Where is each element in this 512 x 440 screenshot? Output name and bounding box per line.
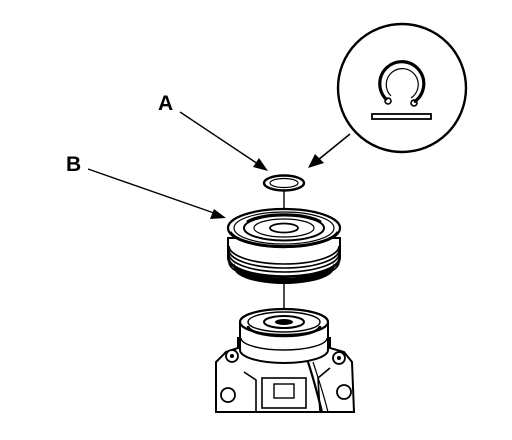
detail-leader-arrow	[308, 133, 351, 168]
snap-ring-part-a	[262, 174, 306, 192]
leader-line-a	[179, 111, 268, 171]
detail-ring-eye-left	[384, 97, 392, 105]
callout-label-b: B	[66, 153, 82, 176]
detail-snap-ring	[378, 60, 426, 104]
callout-label-a: A	[158, 92, 174, 115]
snap-ring-detail-view	[336, 22, 468, 154]
leader-line-b	[87, 168, 226, 219]
compressor-body	[215, 307, 356, 413]
pulley-part-b	[226, 207, 342, 284]
detail-ring-eye-right	[410, 99, 418, 107]
detail-view-circle	[336, 22, 468, 154]
detail-ring-edge-profile	[371, 113, 432, 120]
